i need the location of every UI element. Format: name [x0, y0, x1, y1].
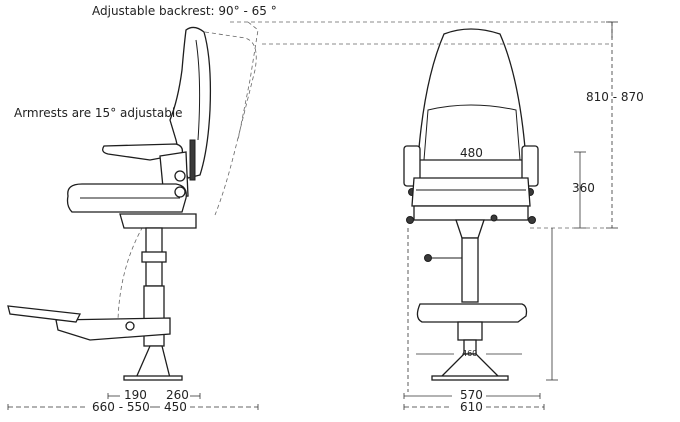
knob-center — [490, 214, 498, 222]
dimension-610: 610 — [460, 400, 483, 414]
side-view — [7, 21, 259, 381]
armrest-annotation: Armrests are 15° adjustable — [14, 106, 183, 120]
knob-left-lower — [406, 216, 414, 224]
swing-arc — [117, 214, 151, 321]
seat-base-front — [413, 205, 529, 221]
column-top-front — [455, 219, 485, 239]
armrest-right-front — [521, 145, 539, 187]
footrest-arm — [55, 317, 171, 341]
dimension-570: 570 — [460, 388, 483, 402]
adjust-lever-knob — [424, 254, 432, 262]
column-lower — [143, 285, 165, 347]
dimension-660-550: 660 - 550 — [92, 400, 150, 414]
seat-cushion-front — [411, 177, 531, 207]
front-view — [403, 28, 539, 381]
seat-base-plate — [119, 213, 197, 229]
footrest-plate — [7, 305, 81, 323]
dimension-460: 460 — [462, 349, 478, 358]
floor-plate-front — [431, 375, 509, 381]
footrest-mount-front — [457, 321, 483, 341]
dimension-260: 260 — [166, 388, 189, 402]
dimension-450: 450 — [164, 400, 187, 414]
side-dimension-lines — [7, 393, 259, 410]
knob-right-lower — [528, 216, 536, 224]
floor-foot-side — [135, 345, 171, 379]
footrest-front — [416, 303, 528, 323]
dimension-seat-width: 480 — [460, 146, 483, 160]
backrest-hinge — [189, 139, 196, 181]
backrest-annotation: Adjustable backrest: 90° - 65 ° — [92, 4, 277, 18]
backrest-inner-line — [195, 39, 201, 141]
front-dimension-lines — [230, 21, 618, 410]
backrest-side — [169, 26, 212, 179]
column-clamp — [141, 251, 167, 263]
armrest-knob — [174, 186, 186, 198]
dimension-190: 190 — [124, 388, 147, 402]
backrest-knob — [174, 170, 186, 182]
column-front — [461, 237, 479, 303]
footrest-knob — [125, 321, 135, 331]
dimension-total-height: 810 - 870 — [586, 90, 644, 104]
reclined-backrest-outline — [204, 31, 257, 216]
floor-plate-side — [123, 375, 183, 381]
backrest-front-inner — [423, 104, 521, 161]
reclined-backrest-outline-2 — [237, 21, 259, 141]
dimension-armrest-height: 360 — [572, 181, 595, 195]
backrest-front — [417, 28, 527, 161]
armrest-left-front — [403, 145, 421, 187]
